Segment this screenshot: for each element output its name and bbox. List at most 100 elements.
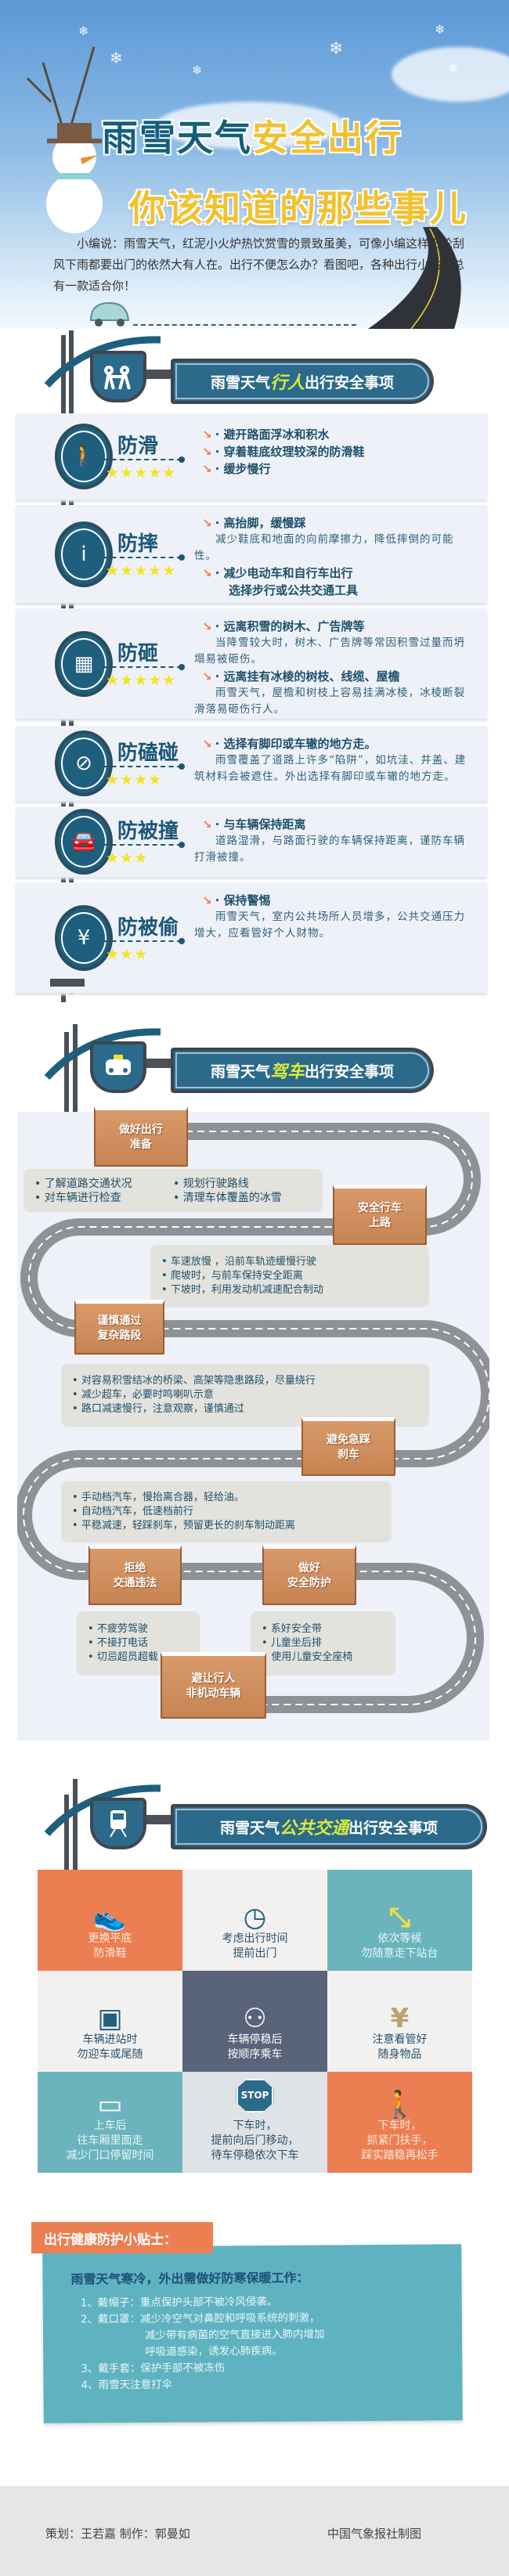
hero-banner: ❄ ❄ ❄ ❄ ❄ ❄ 雨雪天气安全出行 你该知道的那些事儿 小编说：雨雪天气，…	[0, 0, 509, 329]
stage-point-text: 不疲劳驾驶	[96, 1623, 148, 1635]
stage-point-text: 对车辆进行检查	[44, 1191, 121, 1204]
star-rating: ★★★★★	[106, 561, 177, 579]
credits: 策划：王若嘉 制作：郭曼如	[45, 2527, 190, 2541]
sign-arm	[44, 336, 161, 388]
dashed-divider	[103, 459, 182, 460]
bullet: ·	[215, 566, 224, 580]
divider-dot	[179, 763, 185, 770]
tip-point: ↘· 远离挂有冰棱的树枝、线缆、屋檐	[202, 668, 468, 685]
transit-tip-line: 车辆进站时	[82, 2033, 138, 2046]
tip-detail: 雨雪天气，屋檐和树枝上容易挂满冰棱，冰棱断裂滑落易砸伤行人。	[194, 687, 465, 716]
dashed-divider	[103, 556, 182, 558]
snowflake-icon: ❄	[192, 63, 203, 78]
transit-tip-cell: ▭上车后往车厢里面走减少门口停留时间	[38, 2072, 182, 2173]
bullet: •	[88, 1637, 97, 1649]
stage-point: • 减少超车，必要时鸣喇叭示意	[72, 1388, 418, 1402]
walking-cane-icon: 🚶	[55, 424, 113, 489]
stage-point-text: 切忌超员超载	[96, 1651, 158, 1663]
stage-point: • 不疲劳驾驶	[88, 1622, 189, 1636]
clock-icon: ◷	[243, 1902, 267, 1933]
stage-points-box: • 系好安全带• 儿童坐后排 使用儿童安全座椅	[251, 1611, 395, 1676]
barrier-icon: ▦	[55, 630, 113, 697]
yuan-icon: ¥	[390, 2003, 410, 2034]
tip-points: ↘· 保持警惕雨雪天气，室内公共场所人员增多，公共交通压力增大，应看管好个人财物…	[194, 892, 468, 942]
tip-detail: 雨雪天气，室内公共场所人员增多，公共交通压力增大，应看管好个人财物。	[194, 911, 465, 940]
stage-points-box: • 对容易积雪结冰的桥梁、高架等隐患路段，尽量绕行• 减少超车，必要时鸣喇叭示意…	[61, 1364, 429, 1427]
arrow-icon: ↘	[202, 619, 212, 633]
bullet: •	[88, 1623, 97, 1635]
bullet: •	[72, 1389, 81, 1401]
transit-tip-line: 提前向后门移动，	[211, 2134, 299, 2147]
stage-title: 刹车	[338, 1449, 359, 1461]
bullet: •	[72, 1492, 81, 1503]
stage-point: 使用儿童安全座椅	[262, 1651, 384, 1665]
bullet: ·	[215, 445, 224, 459]
stage-title: 避免急踩	[327, 1434, 370, 1446]
stage-point-text: 路口减速慢行，注意观察，谨慎通过	[81, 1403, 244, 1415]
transit-tip-line: 下车时，	[233, 2120, 277, 2132]
bullet: ·	[215, 737, 224, 751]
walking-person-icon: 🚶	[383, 2089, 417, 2120]
tip-point: ↘· 高抬脚，缓慢踩	[202, 514, 468, 532]
transit-tip-line: 减少门口停留时间	[66, 2149, 154, 2162]
bullet: •	[161, 1284, 171, 1296]
tip-point-cont: 选择步行或公共交通工具	[229, 583, 359, 597]
car-icon: 🚘	[55, 809, 113, 875]
stage-title: 做好出行	[119, 1124, 163, 1136]
tip-detail: 减少鞋底和地面的向前摩擦力，降低摔倒的可能性。	[194, 533, 454, 562]
tip-point: ↘· 穿着鞋底纹理较深的防滑鞋	[202, 443, 468, 460]
arrow-icon: ↘	[202, 669, 212, 684]
stage-point-text: 了解道路交通状况	[44, 1177, 132, 1190]
stage-point-text: 减少超车，必要时鸣喇叭示意	[81, 1389, 214, 1401]
tip-point-text: 与车辆保持距离	[223, 817, 306, 832]
tip-point: ↘· 缓步慢行	[202, 460, 468, 478]
transit-tip-cell: ¥注意看管好随身物品	[327, 1971, 472, 2072]
stage-point: • 了解道路交通状况	[34, 1177, 173, 1191]
star-rating: ★★★★★	[106, 464, 177, 482]
tip-label: 防被偷	[117, 915, 179, 940]
stage-points-box: • 了解道路交通状况• 规划行驶路线• 对车辆进行检查• 清理车体覆盖的冰雪	[23, 1169, 323, 1212]
stage-title: 安全行车	[358, 1202, 402, 1214]
transit-tip-line: 待车停稳依次下车	[211, 2149, 299, 2162]
escalator-icon: ⤡	[388, 1902, 411, 1933]
transit-tip-line: 抓紧门扶手，	[366, 2134, 433, 2147]
cloud	[392, 47, 509, 102]
stage-points-box: • 车速放慢 ，沿前车轨迹缓慢行驶• 爬坡时，与前车保持安全距离• 下坡时，利用…	[150, 1245, 429, 1308]
stage-point: • 下坡时，利用发动机减速配合制动	[161, 1283, 418, 1297]
car-icon	[89, 301, 130, 327]
bullet: •	[72, 1403, 81, 1415]
stage-point-text: 清理车体覆盖的冰雪	[182, 1191, 282, 1204]
arrow-icon: ↘	[202, 737, 212, 751]
pedestrian-tip-panel: 🚘防被撞★★★↘· 与车辆保持距离道路湿滑，与路面行驶的车辆保持距离，谨防车辆打…	[16, 806, 487, 877]
stage-point: • 爬坡时，与前车保持安全距离	[161, 1269, 418, 1283]
bullet: ·	[215, 893, 224, 907]
bullet: ·	[215, 516, 224, 530]
cyclist-icon: i	[55, 521, 113, 587]
bullet: •	[72, 1375, 81, 1387]
stage-point: • 手动档汽车，慢抬离合器，轻给油。	[72, 1491, 381, 1505]
transit-tip-line: 注意看管好	[372, 2033, 428, 2046]
transit-tips-grid: 👟更换平底防滑鞋◷考虑出行时间提前出门⤡依次等候勿随意走下站台▣车辆进站时勿迎车…	[38, 1870, 472, 2173]
tip-point: ↘· 保持警惕	[202, 892, 468, 909]
transit-tip-line: 考虑出行时间	[222, 1932, 288, 1945]
stage-sign: 做好出行准备	[94, 1106, 188, 1167]
transit-tip-line: 更换平底	[88, 1932, 132, 1945]
tip-label: 防被撞	[117, 820, 179, 843]
snowflake-icon: ❄	[110, 49, 123, 67]
tip-point: ↘· 远离积雪的树木、广告牌等	[202, 618, 468, 635]
transit-tip-line: 依次等候	[377, 1932, 422, 1945]
star-rating: ★★★	[106, 850, 149, 867]
transit-section-title: 雨雪天气公共交通出行安全事项	[171, 1804, 487, 1849]
stage-title: 上路	[369, 1217, 391, 1229]
icon-inner: 🚶	[61, 431, 106, 482]
pedestrian-section-title: 雨雪天气行人出行安全事项	[171, 359, 434, 404]
tip-point: ↘· 避开路面浮冰和积水	[202, 426, 468, 443]
tip-detail: 道路湿滑，与路面行驶的车辆保持距离，谨防车辆打滑被撞。	[194, 835, 465, 864]
tip-points: ↘· 选择有脚印或车辙的地方走。雨雪覆盖了道路上许多“陷阱”，如坑洼、井盖、建筑…	[194, 735, 468, 785]
stage-point-text: 平稳减速，轻踩刹车，预留更长的刹车制动距离	[81, 1520, 295, 1532]
icon-inner: 🚘	[61, 816, 106, 868]
icon-inner: ⊘	[61, 738, 106, 789]
train-icon	[90, 1798, 146, 1849]
